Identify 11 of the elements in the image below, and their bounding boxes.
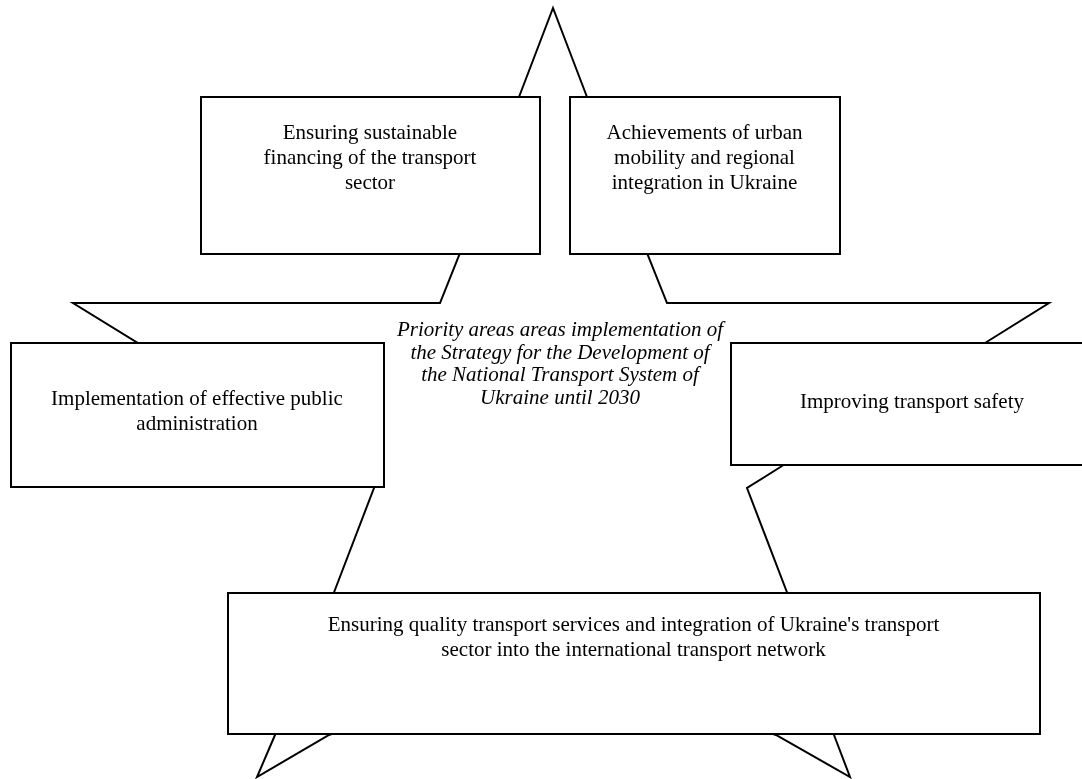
priority-box [730, 342, 1082, 466]
priority-box [200, 96, 541, 255]
box-text: Ensuring quality transport services and integration of Ukraine's transport sector into the international transport network [326, 612, 941, 662]
box-text: Implementation of effective public administration [50, 386, 344, 436]
box-text: Achievements of urban mobility and regional integration in Ukraine [605, 120, 804, 195]
priority-box [569, 96, 841, 255]
box-text: Ensuring sustainable financing of the transport sector [262, 120, 478, 195]
box-text: Improving transport safety [799, 389, 1025, 414]
center-text: Priority areas areas implementation of the Strategy for the Development of the National Transport System of Ukraine until 2030 [395, 318, 725, 408]
priority-box [10, 342, 385, 488]
priority-box [227, 592, 1041, 735]
